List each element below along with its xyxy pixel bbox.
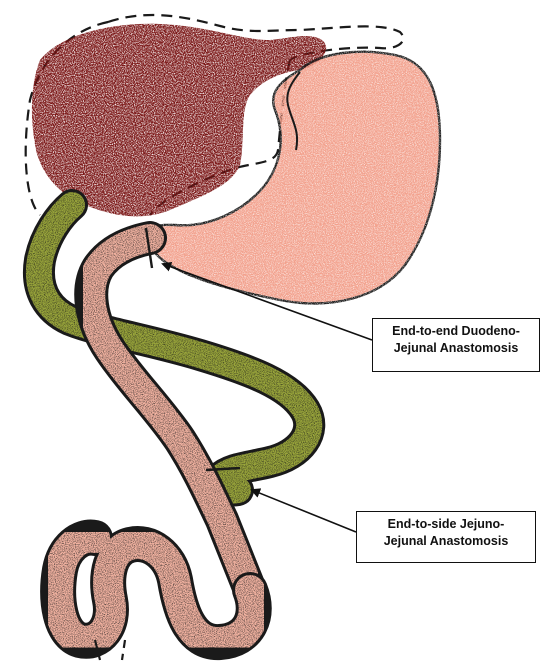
jejuno-jejunal-label-line1: End-to-side Jejuno- <box>363 516 529 533</box>
jejuno-jejunal-label-line2: Jejunal Anastomosis <box>363 533 529 550</box>
duodeno-jejunal-anastomosis-label: End-to-end Duodeno- Jejunal Anastomosis <box>372 318 540 372</box>
duodeno-jejunal-label-line1: End-to-end Duodeno- <box>379 323 533 340</box>
jejuno-jejunal-arrow <box>252 490 356 532</box>
duodeno-jejunal-label-line2: Jejunal Anastomosis <box>379 340 533 357</box>
jejuno-jejunal-anastomosis-label: End-to-side Jejuno- Jejunal Anastomosis <box>356 511 536 563</box>
